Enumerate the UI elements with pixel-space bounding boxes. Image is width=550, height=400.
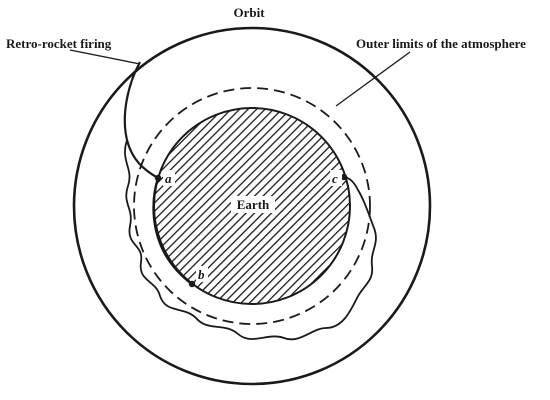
orbit-label: Orbit — [233, 5, 265, 20]
earth-label: Earth — [237, 197, 270, 212]
point-b-marker — [188, 280, 196, 288]
descent-path — [123, 61, 159, 179]
point-b-label: b — [198, 267, 205, 282]
atmosphere-leader — [335, 51, 411, 107]
skipping-trajectory — [124, 139, 377, 341]
point-c-marker — [340, 173, 348, 181]
retro-rocket-label: Retro-rocket firing — [6, 36, 112, 51]
point-c-label: c — [332, 171, 338, 186]
point-a-label: a — [165, 171, 172, 186]
point-a-marker — [154, 174, 162, 182]
orbit-circle — [72, 26, 432, 386]
skip-path-inner — [152, 177, 193, 285]
atmosphere-label: Outer limits of the atmosphere — [356, 36, 526, 51]
atmosphere-boundary — [133, 87, 371, 325]
retro-rocket-leader — [69, 49, 141, 65]
